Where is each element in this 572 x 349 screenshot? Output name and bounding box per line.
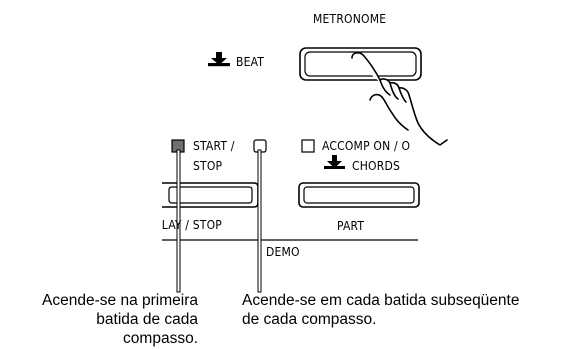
accomp-label: ACCOMP ON / O xyxy=(322,139,411,153)
play-stop-label-clip: PLAY / STOP xyxy=(162,218,254,234)
beat-label: BEAT xyxy=(236,55,265,69)
subsequent-beat-caption-line1: Acende-se em cada batida subseqüente xyxy=(242,292,520,309)
accomp-lamp xyxy=(301,139,315,153)
first-beat-caption-line2: batida de cada xyxy=(96,311,198,328)
start-stop-label-line2: STOP xyxy=(193,159,223,173)
part-button[interactable] xyxy=(298,182,420,208)
start-stop-label-line1: START / xyxy=(193,139,235,153)
callout-leaders xyxy=(176,149,262,293)
play-stop-label: PLAY / STOP xyxy=(162,218,222,232)
beat-download-icon xyxy=(208,52,230,67)
metronome-label: METRONOME xyxy=(313,12,387,26)
subsequent-beat-caption: Acende-se em cada batida subseqüente de … xyxy=(242,291,572,329)
pointing-hand-icon xyxy=(351,52,448,146)
demo-label: DEMO xyxy=(266,245,300,259)
subsequent-beat-caption-line2: de cada compasso. xyxy=(242,311,377,328)
first-beat-caption: Acende-se na primeira batida de cada com… xyxy=(0,291,198,348)
chords-label: CHORDS xyxy=(352,159,401,173)
first-beat-caption-line1: Acende-se na primeira xyxy=(42,292,198,309)
first-beat-caption-line3: compasso. xyxy=(123,330,198,347)
chords-download-icon xyxy=(324,155,345,169)
part-label: PART xyxy=(337,219,365,233)
